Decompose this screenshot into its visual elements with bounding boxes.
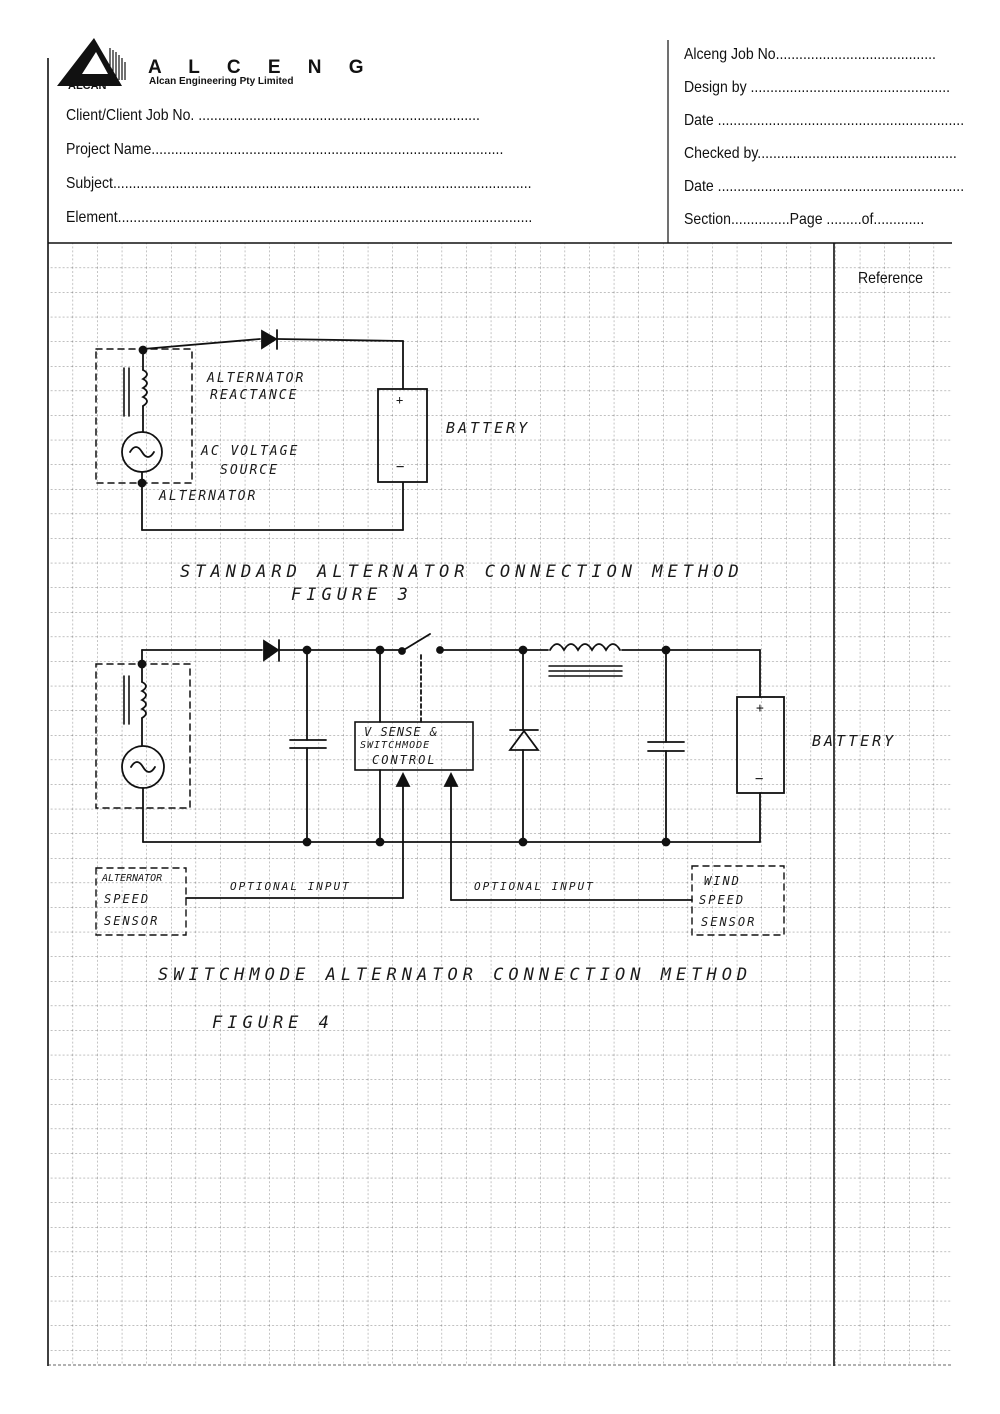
field-alceng-job: Alceng Job No...........................… (684, 46, 936, 63)
figure3-top-wire (142, 338, 261, 350)
figure4-label-wind-sensor-3: SENSOR (701, 915, 757, 929)
figure4-label-control-3: CONTROL (372, 753, 437, 767)
figure3-battery-box (377, 388, 428, 483)
figure3-label-battery: BATTERY (446, 419, 531, 437)
alcan-logo-icon (57, 38, 126, 86)
figure4-label-wind-sensor-1: WIND (704, 874, 741, 888)
figure4-label-alt-sensor-1: ALTERNATOR (102, 873, 163, 884)
figure4-alt-sensor-box (95, 867, 187, 936)
figure4-control-box (354, 721, 474, 771)
figure3-label-source-2: SOURCE (220, 463, 279, 478)
figure3-battery-minus: − (396, 459, 407, 475)
field-subject: Subject.................................… (66, 175, 532, 192)
figure4-label-control-1: V SENSE & (364, 725, 439, 739)
logo-subtitle: Alcan Engineering Pty Limited (149, 76, 294, 87)
figure3-diode (261, 329, 278, 350)
figure4-label-control-2: SWITCHMODE (360, 740, 431, 751)
figure4-output-inductor (548, 643, 623, 677)
figure4-label-optional-1: OPTIONAL INPUT (230, 880, 351, 893)
figure4-battery-box (736, 696, 785, 794)
figure4-label-wind-sensor-2: SPEED (699, 893, 746, 907)
figure3-caption: STANDARD ALTERNATOR CONNECTION METHOD (180, 562, 744, 582)
field-client-job: Client/Client Job No. ..................… (66, 107, 480, 124)
figure4-diode (263, 639, 280, 662)
figure3-battery-plus: + (396, 393, 406, 407)
figure4-label-alt-sensor-2: SPEED (104, 892, 151, 906)
field-section-page: Section...............Page .........of..… (684, 211, 925, 228)
figure4-ac-source (121, 745, 165, 843)
figure4-label-alt-sensor-3: SENSOR (104, 914, 160, 928)
figure4-caption: SWITCHMODE ALTERNATOR CONNECTION METHOD (158, 965, 753, 985)
figure4-alternator-box (95, 663, 191, 809)
figure3-label-reactance-1: ALTERNATOR (207, 371, 306, 386)
field-project-name: Project Name............................… (66, 141, 504, 158)
figure3-label-alternator: ALTERNATOR (159, 489, 258, 504)
figure4-battery-plus: + (756, 701, 766, 716)
figure4-capacitor-2 (647, 649, 685, 843)
figure3-label-reactance-2: REACTANCE (210, 388, 299, 403)
field-checked-by: Checked by..............................… (684, 145, 957, 162)
figure4-switch (398, 633, 444, 655)
logo-name: A L C E N G (148, 57, 375, 78)
field-design-by: Design by ..............................… (684, 79, 951, 96)
figure3-inductor (123, 348, 148, 433)
logo-mark: ALCAN (68, 80, 107, 92)
figure4-battery-minus: − (755, 771, 766, 787)
figure4-freewheel-diode (508, 649, 540, 843)
field-date-2: Date ...................................… (684, 178, 965, 195)
figure3-figure-label: FIGURE 3 (291, 585, 413, 605)
figure4-label-optional-2: OPTIONAL INPUT (474, 880, 595, 893)
field-element: Element.................................… (66, 209, 533, 226)
figure4-capacitor-1 (289, 649, 327, 843)
field-date-1: Date ...................................… (684, 112, 965, 129)
figure3-label-source-1: AC VOLTAGE (201, 444, 300, 459)
figure4-figure-label: FIGURE 4 (212, 1013, 334, 1033)
reference-label: Reference (858, 270, 923, 287)
figure4-label-battery: BATTERY (812, 732, 897, 750)
figure4-alternator-inductor (123, 649, 147, 747)
